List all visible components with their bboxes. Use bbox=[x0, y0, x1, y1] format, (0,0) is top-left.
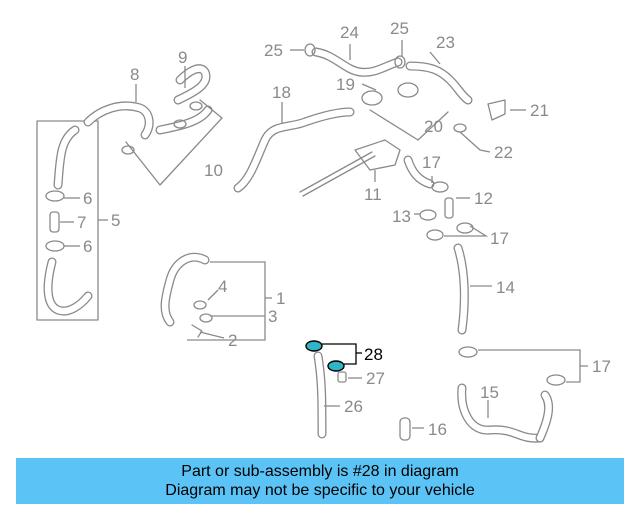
label-3: 3 bbox=[268, 307, 277, 326]
part-19-25-pipes bbox=[290, 40, 526, 153]
label-6-top: 6 bbox=[83, 189, 92, 208]
label-4: 4 bbox=[218, 277, 227, 296]
label-18: 18 bbox=[272, 83, 291, 102]
label-17-top: 17 bbox=[422, 153, 441, 172]
part-26-27 bbox=[313, 351, 362, 439]
label-27: 27 bbox=[366, 369, 385, 388]
part-5-assembly bbox=[36, 120, 108, 321]
label-21: 21 bbox=[530, 101, 549, 120]
label-5: 5 bbox=[111, 211, 120, 230]
label-11: 11 bbox=[364, 185, 382, 204]
label-12: 12 bbox=[474, 189, 493, 208]
part-16 bbox=[399, 417, 424, 441]
label-23: 23 bbox=[436, 33, 455, 52]
label-17-mid: 17 bbox=[490, 229, 509, 248]
label-1: 1 bbox=[276, 289, 285, 308]
part-12-14-17-cluster bbox=[403, 155, 492, 335]
label-17-right: 17 bbox=[592, 357, 611, 376]
part-8-pipe bbox=[83, 84, 154, 140]
label-7: 7 bbox=[77, 213, 86, 232]
label-2: 2 bbox=[228, 331, 237, 350]
label-8: 8 bbox=[130, 65, 139, 84]
label-16: 16 bbox=[428, 420, 447, 439]
label-9: 9 bbox=[178, 48, 187, 67]
label-10: 10 bbox=[204, 161, 223, 180]
label-13: 13 bbox=[392, 207, 411, 226]
label-25-right: 25 bbox=[390, 19, 409, 38]
banner-line-2: Diagram may not be specific to your vehi… bbox=[165, 482, 475, 499]
banner-line-1: Part or sub-assembly is #28 in diagram bbox=[181, 463, 459, 480]
info-banner: Part or sub-assembly is #28 in diagram D… bbox=[16, 458, 624, 504]
part-15-17-cluster bbox=[457, 346, 588, 443]
label-26: 26 bbox=[344, 397, 363, 416]
label-15: 15 bbox=[480, 383, 499, 402]
part-9-10-pipes bbox=[121, 64, 223, 186]
label-14: 14 bbox=[496, 278, 515, 297]
part-11-bracket bbox=[299, 139, 401, 197]
label-6-bottom: 6 bbox=[83, 237, 92, 256]
label-19: 19 bbox=[336, 75, 355, 94]
label-25-left: 25 bbox=[264, 41, 283, 60]
label-24: 24 bbox=[340, 23, 359, 42]
part-18-pipe bbox=[233, 102, 355, 193]
label-28: 28 bbox=[364, 345, 383, 364]
part-1-4-group bbox=[160, 252, 272, 341]
part-28-highlighted[interactable] bbox=[305, 340, 362, 372]
label-20: 20 bbox=[424, 117, 443, 136]
label-22: 22 bbox=[494, 143, 513, 162]
